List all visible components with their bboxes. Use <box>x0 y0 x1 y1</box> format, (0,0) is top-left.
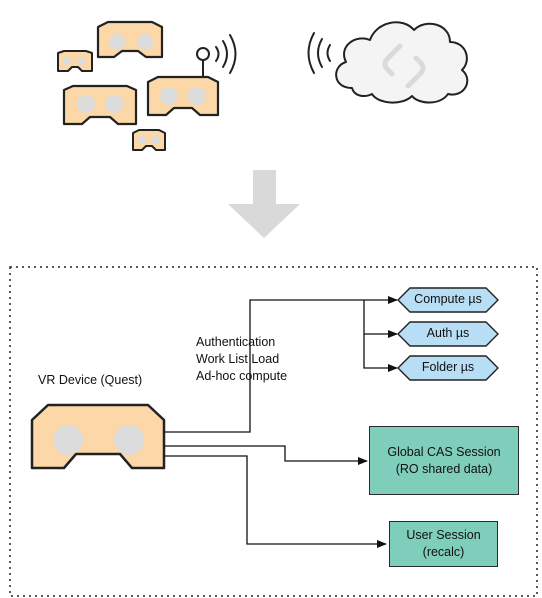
system-boundary <box>9 266 538 597</box>
arrow-to-user-session <box>164 455 387 548</box>
user-session-subtitle: (recalc) <box>422 545 465 559</box>
folder-service-hex <box>397 355 499 381</box>
vr-headset-icon <box>57 50 93 72</box>
device-label: VR Device (Quest) <box>38 373 143 387</box>
traffic-label-authentication: Authentication <box>196 335 276 349</box>
auth-service-hex <box>397 321 499 347</box>
global-session-title: Global CAS Session <box>387 444 501 459</box>
sync-logo-icon <box>382 43 426 89</box>
down-arrow-icon <box>228 170 300 238</box>
compute-service-hex <box>397 287 499 313</box>
user-session-box: User Session (recalc) <box>389 521 498 567</box>
wireless-signal-icon <box>307 32 331 74</box>
arrow-to-folder <box>363 334 398 372</box>
wireless-signal-icon <box>215 34 237 74</box>
traffic-label-work-list-load: Work List Load <box>196 352 280 366</box>
auth-service-label: Auth µs <box>426 326 470 340</box>
compute-service-label: Compute µs <box>414 292 482 306</box>
cloud-icon <box>335 21 469 104</box>
arrow-to-auth <box>363 300 398 338</box>
global-session-subtitle: (RO shared data) <box>395 461 493 476</box>
user-session-title: User Session <box>406 528 481 543</box>
arrow-to-global-session <box>164 445 368 465</box>
folder-service-label: Folder µs <box>421 360 475 374</box>
vr-headset-icon <box>96 20 164 59</box>
connector-services <box>164 299 364 433</box>
global-cas-session-box: Global CAS Session (RO shared data) <box>369 426 519 495</box>
vr-device-headset-icon <box>30 403 166 470</box>
traffic-label-ad-hoc-compute: Ad-hoc compute <box>196 369 288 383</box>
vr-headset-icon <box>62 84 138 126</box>
vr-headset-icon <box>146 47 220 117</box>
vr-headset-icon <box>132 129 166 151</box>
